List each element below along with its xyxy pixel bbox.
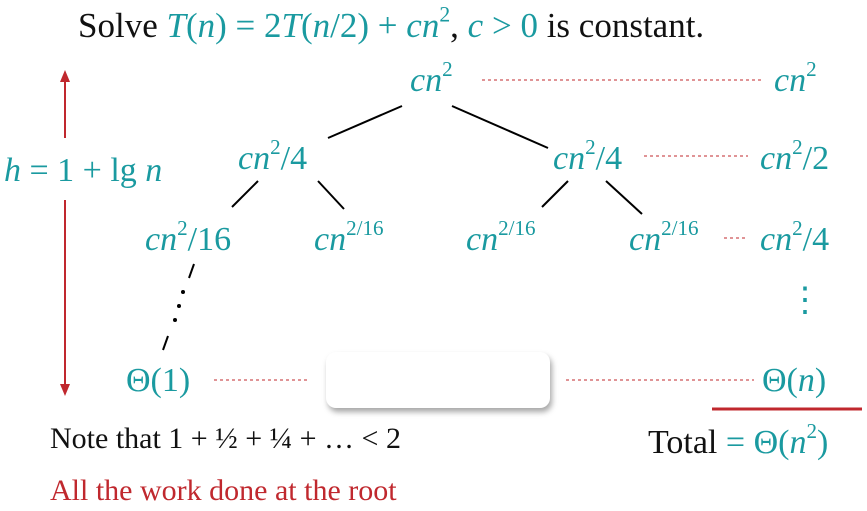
node-c: c xyxy=(145,221,161,258)
level-sum-vdots: ⋮ xyxy=(788,282,822,319)
title-lp1: ( xyxy=(185,6,198,45)
height-h: h xyxy=(4,152,21,189)
sum-n: n xyxy=(775,140,793,177)
node-n: n xyxy=(481,221,499,258)
height-eq: = 1 + lg xyxy=(21,152,146,189)
title-c2: c xyxy=(467,6,484,45)
node-c: c xyxy=(466,221,482,258)
title-mid1: ) = 2 xyxy=(215,6,282,45)
sum-close: ) xyxy=(814,362,827,399)
level-sum-leaf: Θ(n) xyxy=(762,364,826,398)
ellipsis-dot xyxy=(177,304,181,308)
node-exp: 2/16 xyxy=(346,215,384,240)
title-comma: , xyxy=(450,6,468,45)
title-exp: 2 xyxy=(439,2,451,27)
edge-leaf-bottom xyxy=(162,335,169,351)
node-exp: 2 xyxy=(442,56,453,81)
slide-title: Solve T(n) = 2T(n/2) + cn2, c > 0 is con… xyxy=(78,4,705,45)
title-T1: T xyxy=(166,6,186,45)
total-close: ) xyxy=(817,424,829,461)
node-tail: /4 xyxy=(595,140,623,177)
overlay-box xyxy=(326,352,550,408)
level-sum-0: cn2 xyxy=(774,58,817,99)
title-gt: > 0 xyxy=(483,6,538,45)
edge-l1right-c xyxy=(541,180,569,208)
tree-node-level2-d: cn2/16 xyxy=(629,217,699,258)
edge-root-left xyxy=(327,105,403,139)
sum-n: n xyxy=(775,221,793,258)
node-c: c xyxy=(314,221,330,258)
edge-l1left-b xyxy=(317,180,345,210)
edge-root-right xyxy=(451,105,549,149)
height-label: h = 1 + lg n xyxy=(4,154,162,188)
title-c1: c xyxy=(406,6,422,45)
node-c: c xyxy=(553,140,569,177)
sum-n: n xyxy=(797,362,815,399)
sum-c: c xyxy=(774,62,790,99)
title-n2: n xyxy=(312,6,331,45)
edge-l1right-d xyxy=(605,180,643,215)
sum-c: c xyxy=(760,140,776,177)
title-lp2: ( xyxy=(300,6,313,45)
node-n: n xyxy=(253,140,271,177)
tree-node-level1-left: cn2/4 xyxy=(238,136,308,177)
sum-exp: 2 xyxy=(792,134,803,159)
edge-leaf-top xyxy=(188,263,195,279)
sum-n: n xyxy=(789,62,807,99)
title-n3: n xyxy=(421,6,440,45)
node-exp: 2/16 xyxy=(498,215,536,240)
height-n: n xyxy=(145,152,163,189)
sum-tail: /4 xyxy=(802,221,830,258)
sum-c: c xyxy=(760,221,776,258)
sum-note: Note that 1 + ½ + ¼ + … < 2 xyxy=(50,422,401,455)
tree-root-node: cn2 xyxy=(410,58,453,99)
node-n: n xyxy=(160,221,178,258)
tree-leaf-node: Θ(1) xyxy=(126,362,191,399)
tree-node-level1-right: cn2/4 xyxy=(553,136,623,177)
node-n: n xyxy=(425,62,443,99)
sum-tail: /2 xyxy=(802,140,830,177)
node-n: n xyxy=(329,221,347,258)
node-n: n xyxy=(568,140,586,177)
title-mid2: /2) + xyxy=(330,6,407,45)
edge-l1left-a xyxy=(231,180,259,208)
total-line: Total = Θ(n2) xyxy=(648,420,829,461)
title-condition: c > 0 xyxy=(468,6,538,45)
total-label: Total xyxy=(648,424,718,461)
node-exp: 2/16 xyxy=(661,215,699,240)
ellipsis-dot xyxy=(181,290,185,294)
title-suffix: is constant. xyxy=(537,6,705,45)
node-exp: 2 xyxy=(177,215,188,240)
node-exp: 2 xyxy=(585,134,596,159)
title-n1: n xyxy=(197,6,216,45)
title-prefix: Solve xyxy=(78,6,167,45)
total-exp: 2 xyxy=(806,418,817,443)
tree-node-level2-c: cn2/16 xyxy=(466,217,536,258)
level-sum-1: cn2/2 xyxy=(760,136,830,177)
level-sum-2: cn2/4 xyxy=(760,217,830,258)
title-recurrence: T(n) = 2T(n/2) + cn2 xyxy=(166,4,450,45)
total-eq: = Θ( xyxy=(717,424,790,461)
height-arrow-head-down xyxy=(60,384,70,396)
node-exp: 2 xyxy=(270,134,281,159)
sum-exp: 2 xyxy=(792,215,803,240)
title-T2: T xyxy=(281,6,301,45)
total-n: n xyxy=(789,424,807,461)
height-arrow-head-up xyxy=(60,70,70,82)
sum-exp: 2 xyxy=(806,56,817,81)
ellipsis-dot xyxy=(173,318,177,322)
node-c: c xyxy=(410,62,426,99)
node-c: c xyxy=(629,221,645,258)
tree-node-level2-b: cn2/16 xyxy=(314,217,384,258)
node-tail: /4 xyxy=(280,140,308,177)
tree-node-level2-a: cn2/16 xyxy=(145,217,232,258)
node-c: c xyxy=(238,140,254,177)
total-value: = Θ(n2) xyxy=(717,420,829,461)
conclusion-note: All the work done at the root xyxy=(50,474,397,507)
node-tail: /16 xyxy=(187,221,232,258)
node-n: n xyxy=(644,221,662,258)
sum-open: Θ( xyxy=(762,362,798,399)
